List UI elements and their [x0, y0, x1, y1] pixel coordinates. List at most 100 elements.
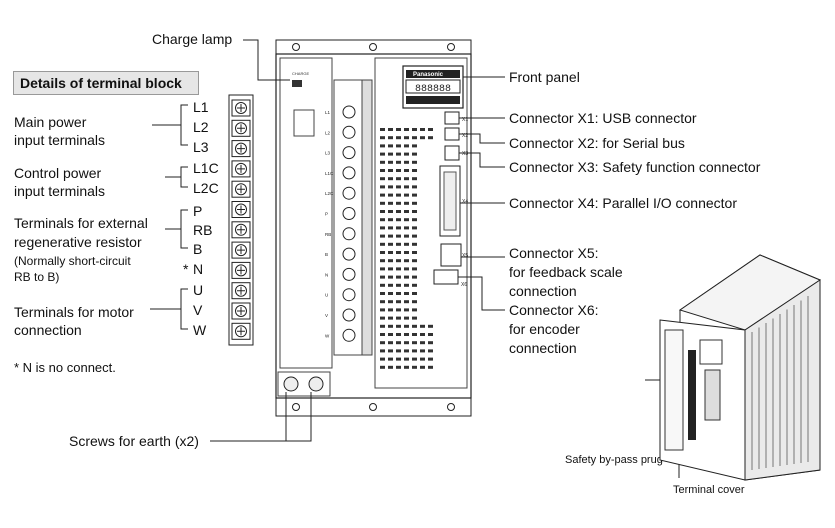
callout-front-panel: Front panel: [509, 69, 580, 85]
terminal-l1: L1: [193, 99, 209, 115]
vent-slot: [388, 275, 393, 279]
vent-slot: [412, 259, 417, 263]
drive-terminal-mark: V: [325, 313, 328, 318]
drive-terminal-screw: [342, 105, 356, 119]
terminal-b: B: [193, 241, 203, 257]
vent-slot: [396, 201, 401, 205]
drive-terminal-screw: [342, 308, 356, 322]
regen-note-2: RB to B): [14, 270, 60, 284]
vent-slot: [380, 160, 385, 164]
callout-x3: Connector X3: Safety function connector: [509, 159, 761, 175]
vent-slot: [412, 341, 417, 345]
drive-terminal-mark: N: [325, 272, 328, 277]
vent-slot: [420, 333, 425, 336]
drive-terminal-screw: [342, 125, 356, 139]
vent-slot: [404, 341, 409, 345]
vent-slot: [396, 242, 401, 246]
vent-slot: [404, 144, 409, 148]
terminal-l2c: L2C: [193, 180, 219, 196]
vent-slot: [380, 300, 385, 304]
drive-terminal-mark: L1: [325, 110, 331, 115]
screw-slot: [237, 205, 245, 214]
callout-earth-screws: Screws for earth (x2): [69, 433, 199, 449]
control-power-label-1: Control power: [14, 165, 102, 181]
heat-sink-fins: [751, 296, 809, 470]
vent-slot: [380, 324, 385, 328]
vent-slot: [420, 341, 425, 345]
vent-slot: [428, 324, 433, 328]
vent-slot: [412, 349, 417, 353]
terminal-v: V: [193, 302, 203, 318]
vent-slot: [412, 136, 417, 140]
vent-slot: [412, 292, 417, 295]
vent-slot: [380, 242, 385, 246]
vent-slot: [396, 259, 401, 263]
screw-slot: [237, 307, 245, 315]
vent-slot: [388, 251, 393, 254]
vent-slot: [380, 226, 385, 230]
vent-slot: [412, 357, 417, 361]
vent-slot: [404, 226, 409, 230]
drive-terminal-mark: U: [325, 293, 328, 298]
vent-slot: [380, 177, 385, 181]
vent-slot: [380, 210, 385, 213]
vent-slot: [412, 267, 417, 271]
vent-slot: [388, 218, 393, 222]
vent-slot: [380, 136, 385, 140]
drive-terminal-mark: P: [325, 212, 328, 217]
vent-slot: [396, 144, 401, 148]
connector-mark-x5: X5: [462, 253, 468, 259]
vent-slot: [388, 201, 393, 205]
vent-slot: [396, 160, 401, 164]
brand-logo: Panasonic: [413, 72, 444, 78]
vent-slot: [404, 308, 409, 312]
callout-x5-3: connection: [509, 283, 577, 299]
vent-slot: [420, 357, 425, 361]
drive-terminal-screw: [342, 186, 356, 200]
vent-slot: [412, 169, 417, 172]
vent-slot: [404, 324, 409, 328]
vent-slot: [428, 128, 433, 131]
vent-slot: [388, 357, 393, 361]
drive-terminal-screw: [342, 227, 356, 241]
vent-slot: [380, 341, 385, 345]
control-power-label-2: input terminals: [14, 183, 106, 199]
screw-slot: [237, 164, 245, 173]
terminal-w: W: [193, 322, 207, 338]
vent-slot: [404, 357, 409, 361]
callout-x1: Connector X1: USB connector: [509, 110, 697, 126]
regen-note-1: (Normally short-circuit: [14, 254, 131, 268]
vent-slot: [428, 341, 433, 345]
vent-slot: [404, 267, 409, 271]
callout-x6-3: connection: [509, 340, 577, 356]
drive-terminal-mark: L3: [325, 151, 331, 156]
terminal-l3: L3: [193, 139, 209, 155]
vent-slot: [380, 218, 385, 222]
vent-slot: [388, 242, 393, 246]
vent-slot: [420, 349, 425, 353]
vent-slot: [388, 283, 393, 287]
callout-charge-lamp: Charge lamp: [152, 31, 233, 47]
terminal-n: N: [193, 261, 204, 277]
vent-slot: [412, 218, 417, 222]
callout-x2: Connector X2: for Serial bus: [509, 135, 685, 151]
vent-slot: [396, 275, 401, 279]
callout-x5-2: for feedback scale: [509, 264, 623, 280]
screw-slot: [237, 124, 245, 133]
vent-grid: [380, 128, 433, 369]
vent-slot: [396, 308, 401, 312]
callout-x5-1: Connector X5:: [509, 245, 599, 261]
callout-x6-1: Connector X6:: [509, 302, 599, 318]
vent-slot: [404, 292, 409, 295]
vent-slot: [396, 169, 401, 172]
drive-terminal-screw: [342, 288, 356, 302]
vent-slot: [396, 365, 401, 369]
screw-slot: [237, 327, 245, 336]
regen-label-2: regenerative resistor: [14, 234, 142, 250]
vent-slot: [404, 193, 409, 197]
vent-slot: [388, 160, 393, 164]
terminal-u: U: [193, 282, 204, 298]
vent-slot: [420, 128, 425, 131]
drive-terminal-screw: [342, 247, 356, 261]
